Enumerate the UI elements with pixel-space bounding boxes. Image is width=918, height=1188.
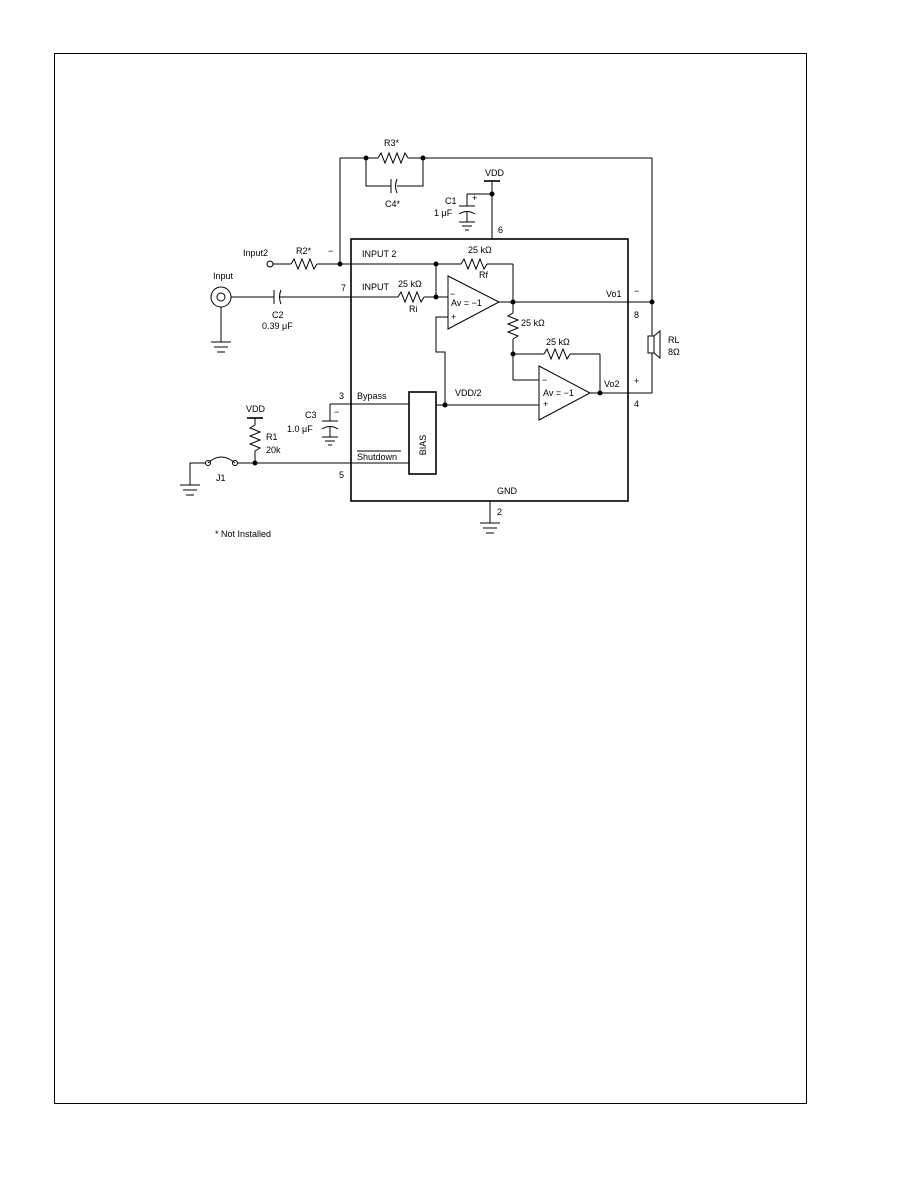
vdd-left-label: VDD [246,404,266,414]
not-installed-note: * Not Installed [215,529,271,539]
c2-name: C2 [272,310,284,320]
vdd-c1-network [458,180,500,239]
shutdown-label: Shutdown [357,452,397,462]
pin8-label: 8 [634,310,639,320]
amp1-plus: + [451,312,456,322]
input1-network [210,286,351,353]
pin3-label: 3 [339,391,344,401]
r-fb2-value: 25 kΩ [546,337,570,347]
rl-name: RL [668,335,680,345]
vo2-label: Vo2 [604,379,620,389]
chip-input2-label: INPUT 2 [362,249,396,259]
c1-value: 1 μF [434,208,453,218]
c1-name: C1 [445,196,457,206]
c2-value: 0.39 μF [262,321,293,331]
vo2-plus: + [634,376,639,386]
amp2-gain: Av = −1 [543,388,574,398]
chip-ground [480,501,500,534]
bnc-connector-icon [210,286,232,308]
j1-label: J1 [216,473,226,483]
input2-label: Input2 [243,248,268,258]
ri-name: Ri [409,304,418,314]
rf-name: Rf [479,270,488,280]
bypass-network [321,391,445,475]
page-border [54,53,807,1104]
r1-name: R1 [266,432,278,442]
ri-value: 25 kΩ [398,279,422,289]
c3-name: C3 [305,410,317,420]
amp1-gain: Av = −1 [451,298,482,308]
pin6-label: 6 [498,225,503,235]
vo1-label: Vo1 [606,289,622,299]
r2-minus: − [328,246,333,256]
pin7-label: 7 [341,283,346,293]
c3-minus: − [334,407,339,417]
input2-terminal [266,260,274,268]
c1-plus: + [472,193,477,203]
input2-network [266,257,351,271]
chip-input-label: INPUT [362,282,390,292]
r-mid-value: 25 kΩ [521,318,545,328]
pin2-label: 2 [497,507,502,517]
gnd-label: GND [497,486,518,496]
input-resistor-ri [351,290,448,304]
input1-label: Input [213,271,234,281]
amp2-plus: + [543,399,548,409]
vo1-minus: − [634,286,639,296]
feedback-network-1 [351,257,514,302]
bypass-label: Bypass [357,391,387,401]
r3-c4-network [339,151,653,303]
bias-block [408,391,437,475]
pin5-label: 5 [339,470,344,480]
r1-value: 20k [266,445,281,455]
rl-value: 8Ω [668,347,680,357]
c4-label: C4* [385,199,401,209]
pin4-label: 4 [634,399,639,409]
amp1-minus: − [450,289,455,299]
c3-value: 1.0 μF [287,424,313,434]
half-vdd-label: VDD/2 [455,388,482,398]
amp2-minus: − [542,375,547,385]
rf-value: 25 kΩ [468,245,492,255]
r3-label: R3* [384,138,400,148]
vdd-top-label: VDD [485,168,505,178]
bias-label: BIAS [418,435,428,456]
amplifier-1 [435,275,655,405]
speaker-icon [647,302,661,393]
shutdown-network [180,417,351,496]
r2-label: R2* [296,246,312,256]
